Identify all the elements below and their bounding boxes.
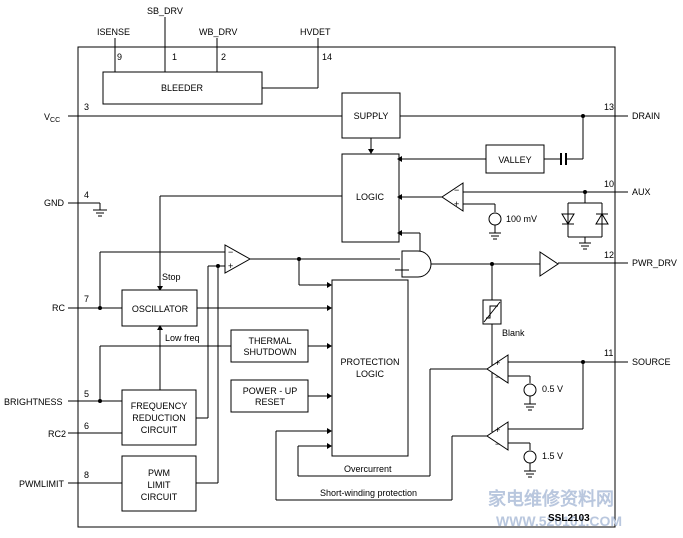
svg-text:−: −	[454, 185, 459, 195]
diode-2-icon	[595, 213, 609, 225]
bleeder-block	[102, 71, 263, 105]
pin-label-rc2: RC2	[48, 429, 66, 439]
overcurrent-label: Overcurrent	[344, 464, 392, 474]
svg-text:−: −	[495, 372, 500, 382]
svg-text:+: +	[454, 199, 459, 209]
pin-num-11: 11	[604, 348, 613, 358]
freq-label-2: REDUCTION	[132, 413, 186, 423]
v15-label: 1.5 V	[542, 451, 563, 461]
freq-label-3: CIRCUIT	[141, 425, 178, 435]
watermark-line2: WWW.520101.COM	[496, 513, 622, 529]
protection-label-2: LOGIC	[356, 369, 385, 379]
freq-reduction-block	[121, 389, 197, 446]
pin-label-pwr-drv: PWR_DRV	[632, 258, 677, 268]
pwm-limit-block	[121, 455, 197, 512]
v05-label: 0.5 V	[542, 384, 563, 394]
valley-label: VALLEY	[498, 155, 531, 165]
pin-label-vcc: VCC	[44, 112, 60, 124]
pin-label-brightness: BRIGHTNESS	[4, 397, 63, 407]
power-up-label-2: RESET	[255, 397, 286, 407]
thermal-block	[230, 329, 309, 363]
pin-label-rc: RC	[52, 303, 65, 313]
overcurrent-comparator	[486, 354, 509, 384]
chip-outline	[77, 46, 616, 528]
pin-label-source: SOURCE	[632, 357, 671, 367]
pin-label-sb-drv: SB_DRV	[147, 6, 183, 16]
protection-block	[331, 279, 409, 457]
svg-text:+: +	[228, 261, 233, 271]
v100-label: 100 mV	[506, 214, 537, 224]
pwm-label-1: PWM	[148, 468, 170, 478]
pin-num-13: 13	[604, 102, 614, 112]
svg-text:−: −	[228, 247, 233, 257]
short-winding-label: Short-winding protection	[320, 488, 417, 498]
protection-label-1: PROTECTION	[340, 357, 399, 367]
stop-label: Stop	[162, 272, 181, 282]
aux-comparator	[441, 182, 464, 212]
driver-buffer	[539, 251, 559, 277]
pin-label-wb-drv: WB_DRV	[199, 27, 237, 37]
power-up-block	[230, 379, 309, 413]
pin-num-4: 4	[84, 190, 89, 200]
svg-text:+: +	[495, 425, 500, 435]
watermark-line1: 家电维修资料网	[488, 488, 614, 509]
thermal-label-1: THERMAL	[248, 336, 291, 346]
pin-num-7: 7	[84, 294, 89, 304]
pin-label-drain: DRAIN	[632, 111, 660, 121]
pin-num-1: 1	[172, 52, 177, 62]
bleeder-label: BLEEDER	[161, 83, 204, 93]
oscillator-label: OSCILLATOR	[132, 304, 189, 314]
and-gate	[401, 250, 432, 278]
pwm-label-3: CIRCUIT	[141, 492, 178, 502]
oscillator-block	[121, 289, 198, 327]
logic-label: LOGIC	[356, 192, 385, 202]
pin-num-2: 2	[221, 52, 226, 62]
diode-1-icon	[561, 213, 575, 225]
svg-text:+: +	[495, 358, 500, 368]
pin-num-8: 8	[84, 470, 89, 480]
valley-block	[485, 144, 545, 174]
short-winding-comparator	[486, 421, 509, 451]
osc-comparator	[224, 244, 252, 274]
pin-num-14: 14	[322, 52, 332, 62]
pin-label-pwmlimit: PWMLIMIT	[19, 479, 64, 489]
pin-label-isense: ISENSE	[97, 27, 130, 37]
supply-label: SUPPLY	[354, 111, 389, 121]
pin-label-aux: AUX	[632, 187, 651, 197]
thermal-label-2: SHUTDOWN	[244, 347, 297, 357]
pin-num-12: 12	[604, 250, 614, 260]
pin-num-9: 9	[117, 52, 122, 62]
pin-label-hvdet: HVDET	[300, 27, 331, 37]
chip-name: SSL2103	[548, 513, 590, 524]
svg-text:−: −	[495, 439, 500, 449]
low-freq-label: Low freq	[165, 333, 200, 343]
logic-block	[341, 153, 400, 243]
pin-label-gnd: GND	[44, 198, 65, 208]
pin-num-10: 10	[604, 179, 614, 189]
pin-num-5: 5	[84, 389, 89, 399]
freq-label-1: FREQUENCY	[131, 401, 188, 411]
pin-num-6: 6	[84, 421, 89, 431]
blank-label: Blank	[502, 328, 525, 338]
power-up-label-1: POWER - UP	[243, 386, 298, 396]
pin-num-3: 3	[84, 102, 89, 112]
pwm-label-2: LIMIT	[147, 480, 171, 490]
